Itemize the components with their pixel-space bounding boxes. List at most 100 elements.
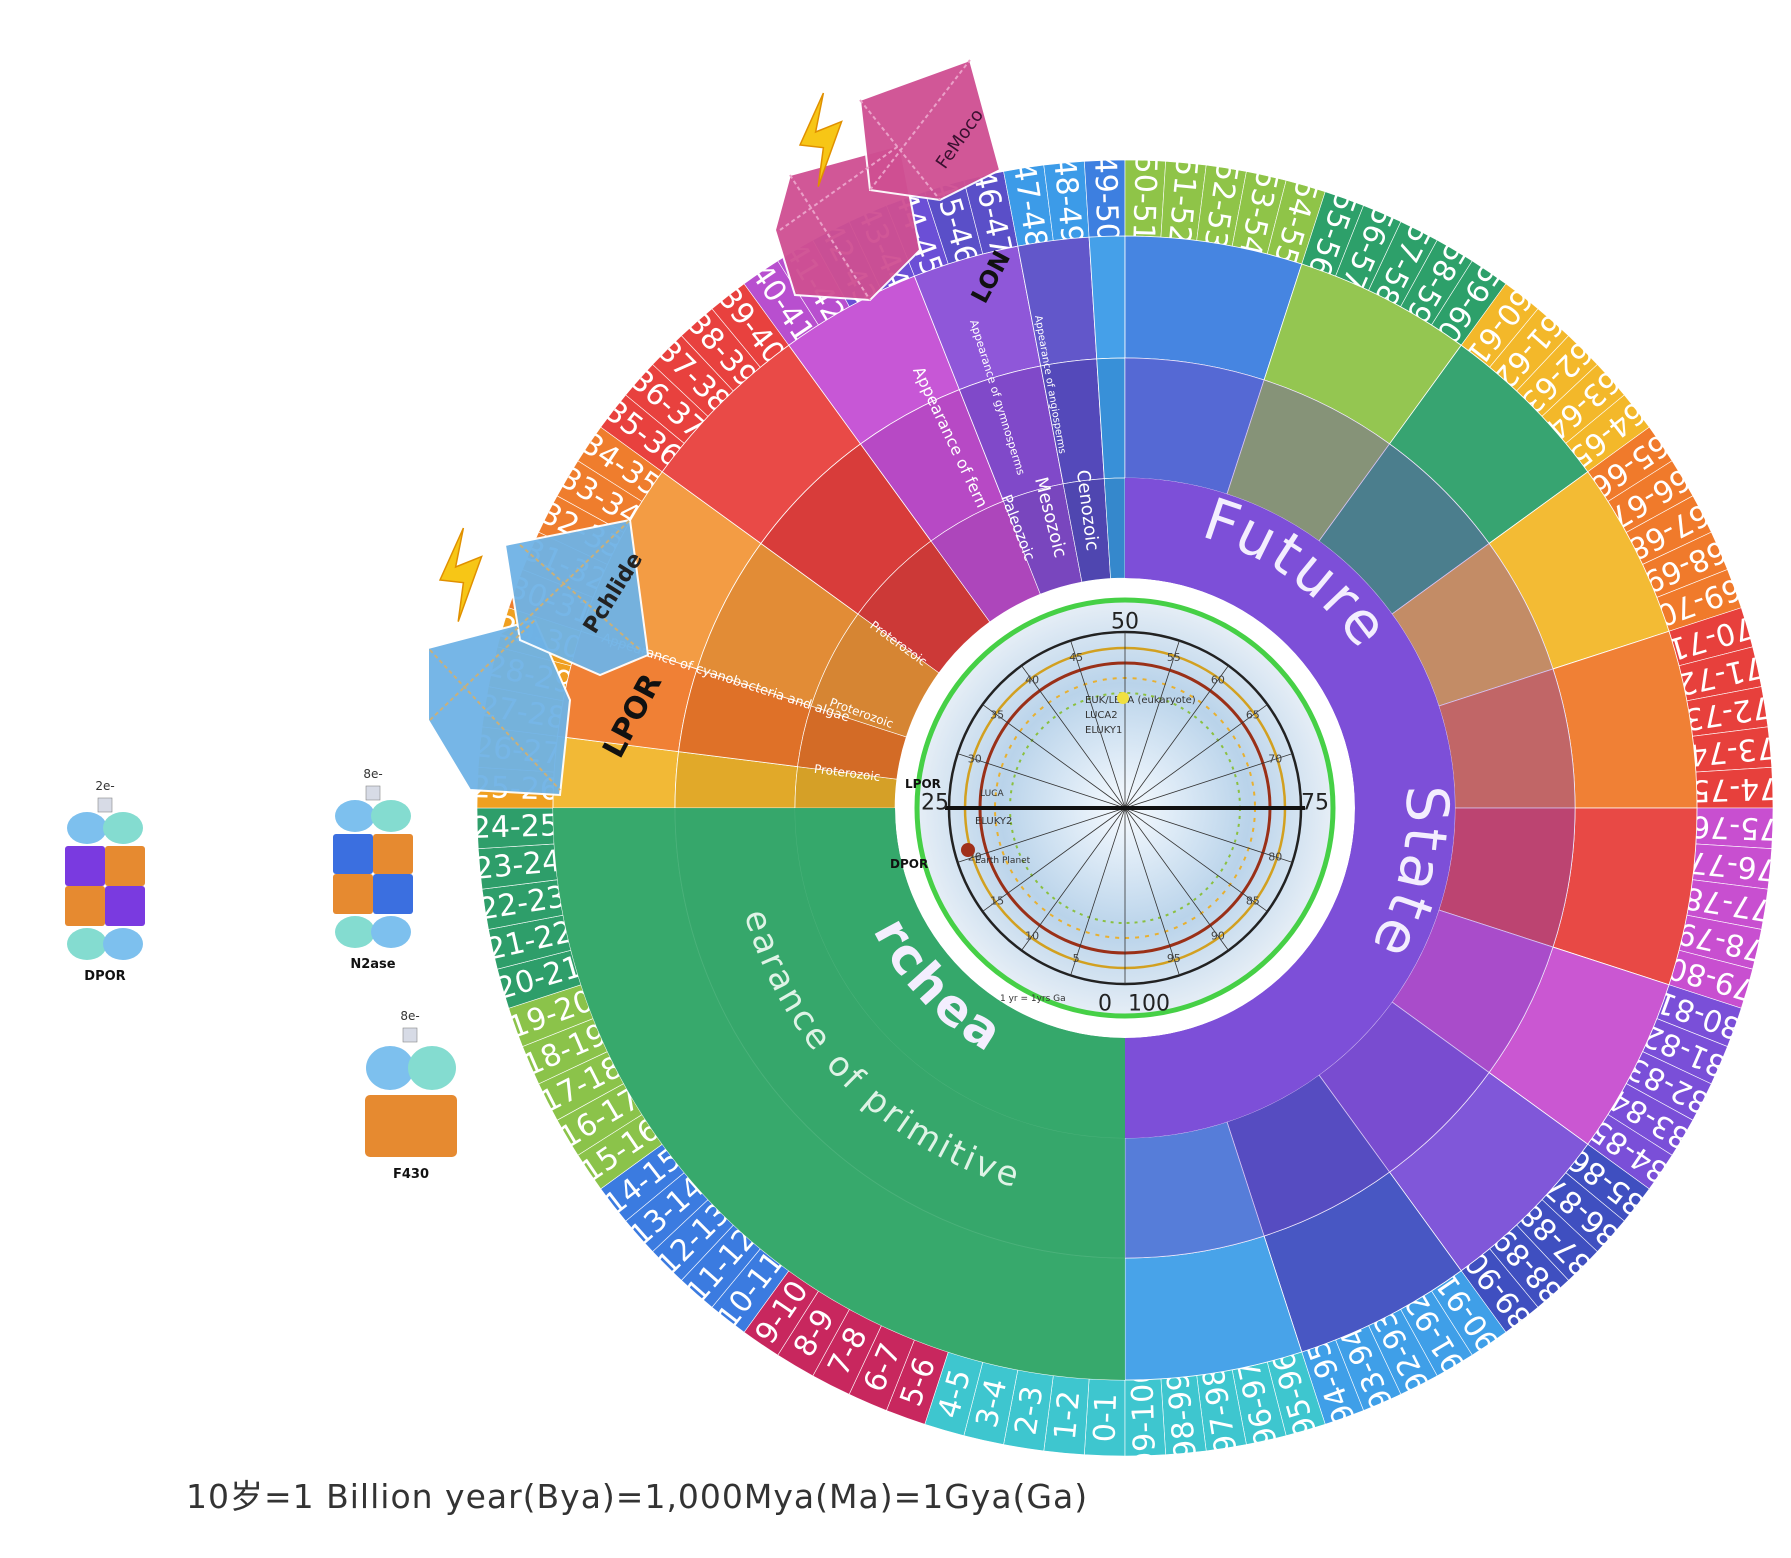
dial-euk3-label: ELUKY2	[975, 816, 1012, 827]
lightning-icon	[438, 527, 483, 622]
dial-spoke	[1070, 807, 1126, 976]
outer-label: 0-1	[1088, 1393, 1125, 1443]
dial-minor-tick: 45	[1069, 651, 1083, 664]
dial-luca2-label: LUCA2	[1085, 710, 1118, 721]
outer-label: 49-50	[1087, 154, 1125, 242]
earth-dot	[961, 843, 975, 857]
dial-lpor-label: LPOR	[905, 777, 941, 791]
archean-sector	[553, 808, 1125, 1380]
dial-minor-tick: 15	[990, 894, 1004, 907]
dial-spoke	[1124, 704, 1268, 809]
outer-label: 24-25	[471, 808, 559, 846]
dial-minor-tick: 40	[1025, 674, 1039, 687]
subunit-shape	[67, 812, 107, 844]
femoco-cube-2	[858, 58, 1002, 202]
pchlide-cube-2	[503, 518, 650, 677]
cluster-icon	[365, 785, 381, 801]
dial-spoke	[1124, 807, 1293, 863]
subunit-shape	[373, 834, 413, 874]
femoco-bonds	[779, 59, 971, 301]
subunit-shape	[65, 846, 105, 886]
dial-minor-tick: 60	[1211, 674, 1225, 687]
cluster-icon	[97, 797, 113, 813]
dial-minor-tick: 30	[968, 753, 982, 766]
dial-luca-label: LUCA	[980, 789, 1004, 799]
dial-spoke	[1124, 640, 1180, 809]
subunit-shape	[371, 916, 411, 948]
dial-minor-tick: 90	[1211, 929, 1225, 942]
subunit-shape	[65, 886, 105, 926]
future-sector	[1125, 478, 1455, 1138]
dial-tick-label: 0	[1098, 992, 1112, 1017]
dial-minor-tick: 35	[990, 709, 1004, 722]
outer-label: 51-52	[1161, 156, 1204, 246]
subunit-shape	[371, 800, 411, 832]
dial-euk2-label: ELUKY1	[1085, 725, 1122, 736]
subunit-shape	[335, 916, 375, 948]
dial-earth-label: Earth Planet	[975, 856, 1031, 866]
dial-spoke	[1021, 665, 1126, 809]
subunit-shape	[335, 800, 375, 832]
enzyme-name-label: DPOR	[84, 969, 125, 984]
dial-spoke	[1124, 807, 1268, 912]
dial-spoke	[1021, 807, 1126, 951]
electron-count-label: 2e-	[95, 779, 114, 793]
euk-dot	[1117, 692, 1129, 704]
dial-minor-tick: 65	[1246, 709, 1260, 722]
outer-label: 2-3	[1008, 1384, 1050, 1438]
subunit-shape	[103, 812, 143, 844]
enzyme-name-label: N2ase	[350, 957, 395, 972]
dial-spoke	[1070, 640, 1126, 809]
dial-tick-label: 75	[1301, 791, 1329, 816]
outer-label: 74-75	[1691, 770, 1779, 808]
enzyme-diagrams: 2e- DPOR 8e- N2ase 8e- F430	[65, 767, 457, 1182]
subunit-shape	[365, 1095, 457, 1157]
subunit-shape	[67, 928, 107, 960]
dial-euk-label: EUK/LECA (eukaryote)	[1085, 695, 1196, 706]
pchlide-bonds	[429, 519, 641, 791]
subunit-shape	[333, 874, 373, 914]
dial-spoke	[1124, 807, 1180, 976]
dial-spoke	[957, 807, 1126, 863]
dial-tick-label: 50	[1111, 610, 1139, 635]
lightning-icon	[798, 92, 843, 187]
dial-dpor-label: DPOR	[890, 857, 928, 871]
dial-spoke	[1124, 665, 1229, 809]
dial-spoke	[1124, 807, 1229, 951]
dial-minor-tick: 10	[1025, 929, 1039, 942]
subunit-shape	[333, 834, 373, 874]
dial-minor-tick: 5	[1073, 952, 1080, 965]
subunit-shape	[105, 846, 145, 886]
subunit-shape	[366, 1046, 414, 1090]
dial-scale-label: 1 yr = 1yrs Ga	[1000, 994, 1066, 1004]
outer-label: 50-51	[1125, 154, 1163, 242]
dial-spoke	[1124, 753, 1293, 809]
dial-spoke	[957, 753, 1126, 809]
dpor-diagram: 2e- DPOR	[65, 779, 145, 984]
outer-label: 1-2	[1048, 1389, 1087, 1441]
subunit-shape	[103, 928, 143, 960]
dial-minor-tick: 55	[1167, 651, 1181, 664]
outer-label: 75-76	[1691, 808, 1779, 846]
dial-tick-label: 25	[921, 791, 949, 816]
dial-minor-tick: 85	[1246, 894, 1260, 907]
subunit-shape	[408, 1046, 456, 1090]
dial-spoke	[982, 704, 1126, 809]
outer-label: 76-77	[1687, 844, 1777, 887]
outer-label: 23-24	[473, 844, 563, 887]
dial-spoke	[982, 807, 1126, 912]
dial-minor-tick: 70	[1268, 753, 1282, 766]
dial-tick-label: 100	[1128, 992, 1170, 1017]
n2ase-diagram: 8e- N2ase	[333, 767, 413, 972]
outer-label: 99-100	[1125, 1364, 1163, 1471]
scale-caption: 10岁=1 Billion year(Bya)=1,000Mya(Ma)=1Gy…	[186, 1477, 1089, 1516]
subunit-shape	[105, 886, 145, 926]
enzyme-name-label: F430	[393, 1167, 429, 1182]
electron-count-label: 8e-	[363, 767, 382, 781]
electron-count-label: 8e-	[400, 1009, 419, 1023]
outer-label: 48-49	[1046, 156, 1089, 246]
f430-diagram: 8e- F430	[365, 1009, 457, 1182]
